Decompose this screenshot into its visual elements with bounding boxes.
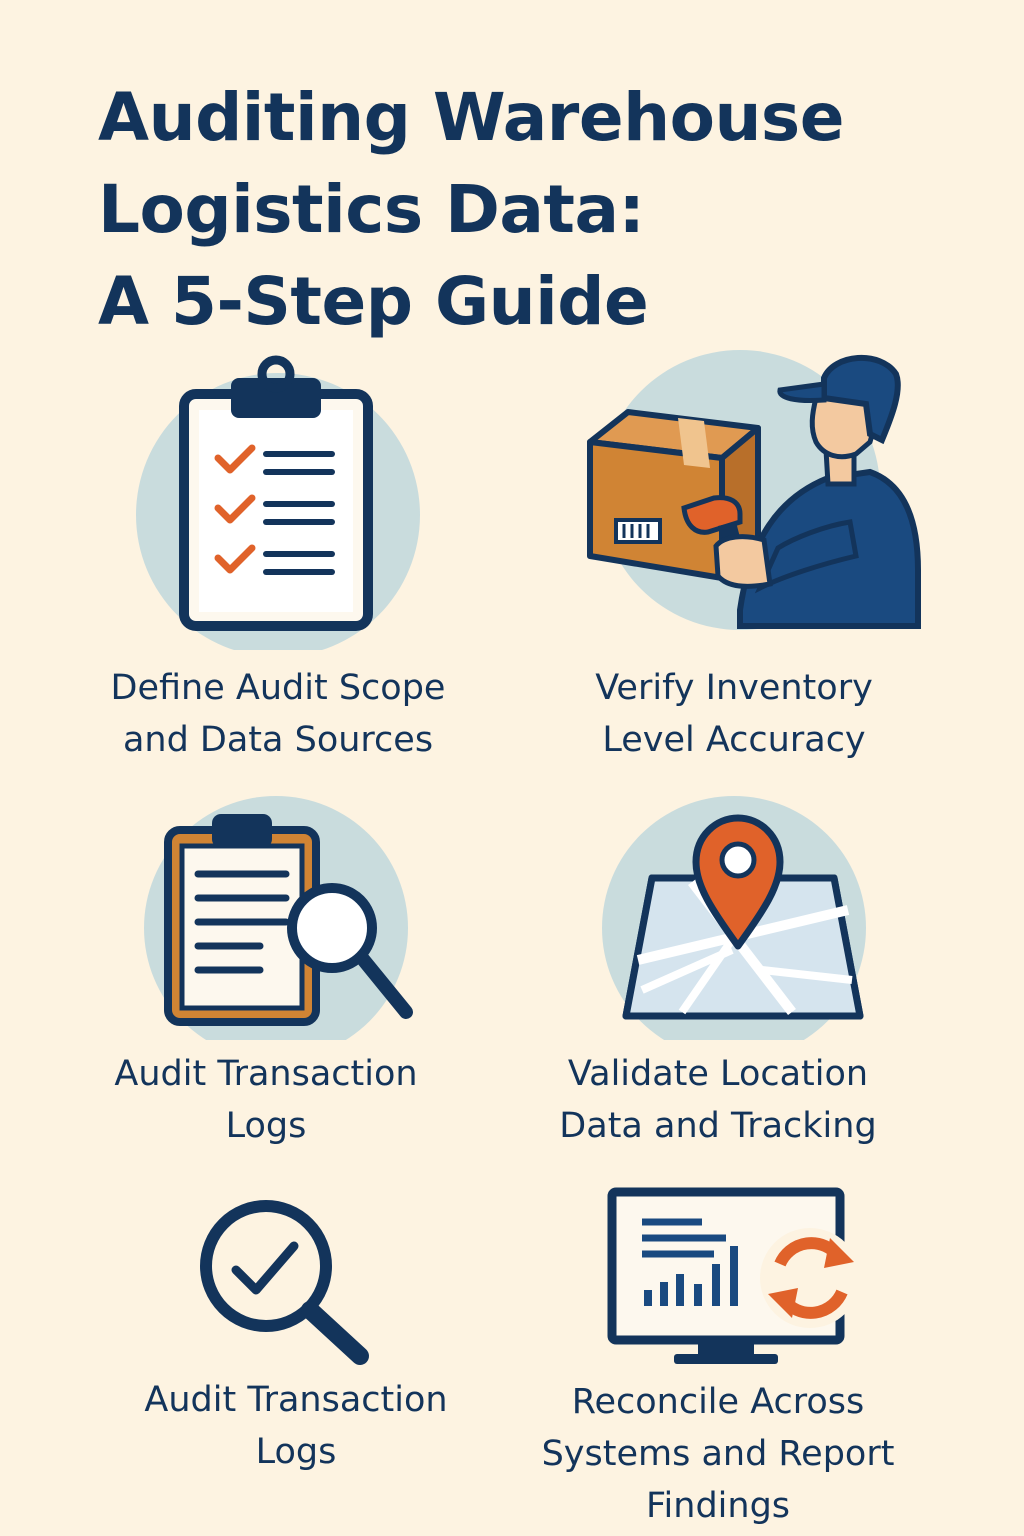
step-card-validate-location: Validate Location Data and Tracking <box>462 790 974 1170</box>
title-line-3: A 5-Step Guide <box>98 263 649 340</box>
worker-scanning-box-icon <box>478 350 990 650</box>
title-line-1: Auditing Warehouse <box>98 79 844 156</box>
step-card-define-scope: Define Audit Scope and Data Sources <box>22 350 534 770</box>
magnifier-check-icon <box>40 1192 552 1372</box>
step-card-audit-transaction-logs-1: Audit Transaction Logs <box>10 790 522 1170</box>
step-card-audit-transaction-logs-2: Audit Transaction Logs <box>40 1192 552 1492</box>
step-card-verify-inventory: Verify Inventory Level Accuracy <box>478 350 990 770</box>
map-pin-icon <box>462 790 974 1040</box>
step-label-reconcile: Reconcile Across Systems and Report Find… <box>541 1382 895 1526</box>
step-label-audit-transaction-logs-2: Audit Transaction Logs <box>144 1380 448 1472</box>
clipboard-checklist-icon <box>22 350 534 650</box>
step-card-reconcile: Reconcile Across Systems and Report Find… <box>462 1186 974 1534</box>
step-label-define-scope: Define Audit Scope and Data Sources <box>110 668 446 760</box>
page-title: Auditing Warehouse Logistics Data: A 5-S… <box>98 72 978 348</box>
clipboard-magnifier-icon <box>10 790 522 1040</box>
step-label-audit-transaction-logs-1: Audit Transaction Logs <box>114 1054 418 1146</box>
step-label-validate-location: Validate Location Data and Tracking <box>559 1054 877 1146</box>
step-label-verify-inventory: Verify Inventory Level Accuracy <box>595 668 873 760</box>
monitor-sync-icon <box>462 1186 974 1370</box>
title-line-2: Logistics Data: <box>98 171 645 248</box>
